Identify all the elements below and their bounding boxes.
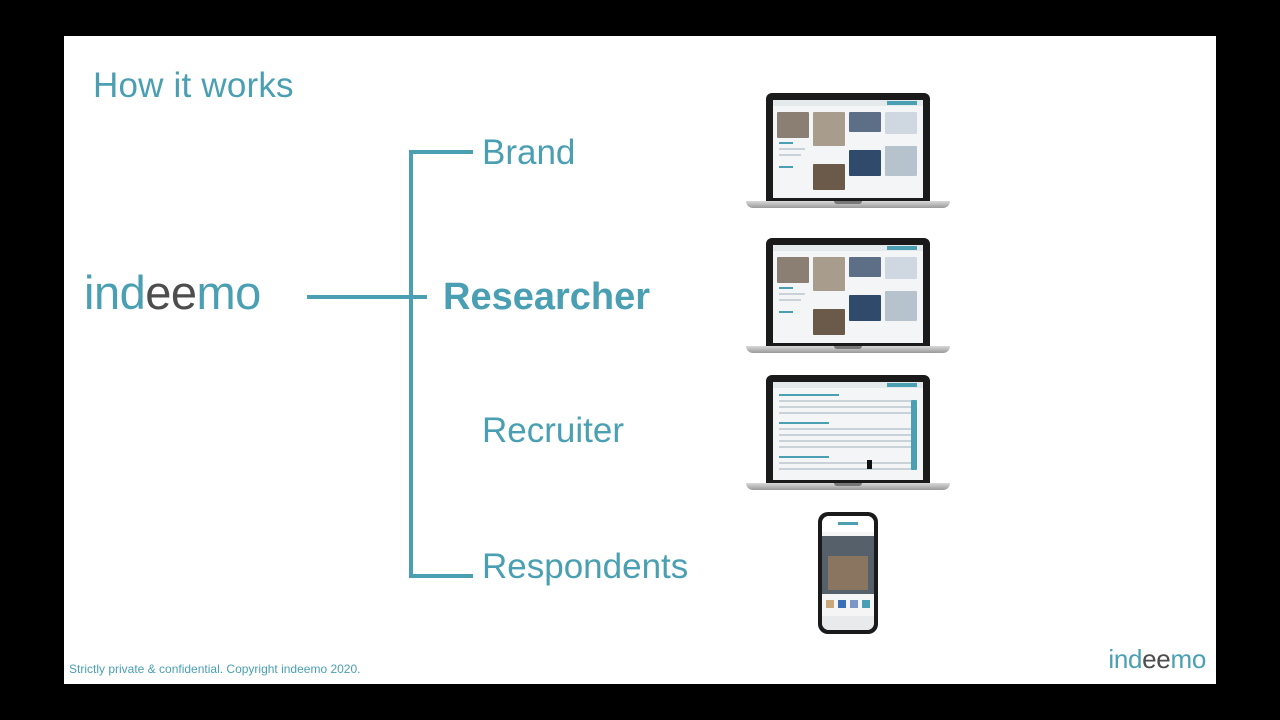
connector-horizontal-main — [307, 295, 427, 299]
media-gallery-screen — [773, 245, 923, 343]
mobile-app-screen — [822, 516, 874, 630]
presentation-slide: How it works indeemo Brand Researcher Re… — [64, 36, 1216, 684]
logo-part-3: mo — [196, 266, 262, 319]
participant-table-screen — [773, 382, 923, 480]
connector-branch-respondents — [409, 574, 473, 578]
role-brand: Brand — [482, 133, 576, 172]
laptop-base — [746, 201, 950, 208]
mouse-cursor-icon — [867, 460, 872, 469]
footer-indeemo-logo: indeemo — [1108, 644, 1206, 675]
connector-vertical — [409, 150, 413, 578]
role-researcher: Researcher — [443, 276, 651, 318]
confidentiality-footer: Strictly private & confidential. Copyrig… — [69, 662, 361, 676]
logo-part-3: mo — [1170, 644, 1206, 674]
role-respondents: Respondents — [482, 547, 689, 586]
logo-part-1: ind — [84, 266, 146, 319]
connector-branch-brand — [409, 150, 473, 154]
role-recruiter: Recruiter — [482, 411, 624, 450]
laptop-base — [746, 483, 950, 490]
slide-title: How it works — [93, 66, 294, 105]
indeemo-logo: indeemo — [84, 265, 261, 320]
laptop-base — [746, 346, 950, 353]
logo-part-2: ee — [145, 266, 197, 319]
media-gallery-screen — [773, 100, 923, 198]
logo-part-1: ind — [1108, 644, 1143, 674]
logo-part-2: ee — [1142, 644, 1171, 674]
